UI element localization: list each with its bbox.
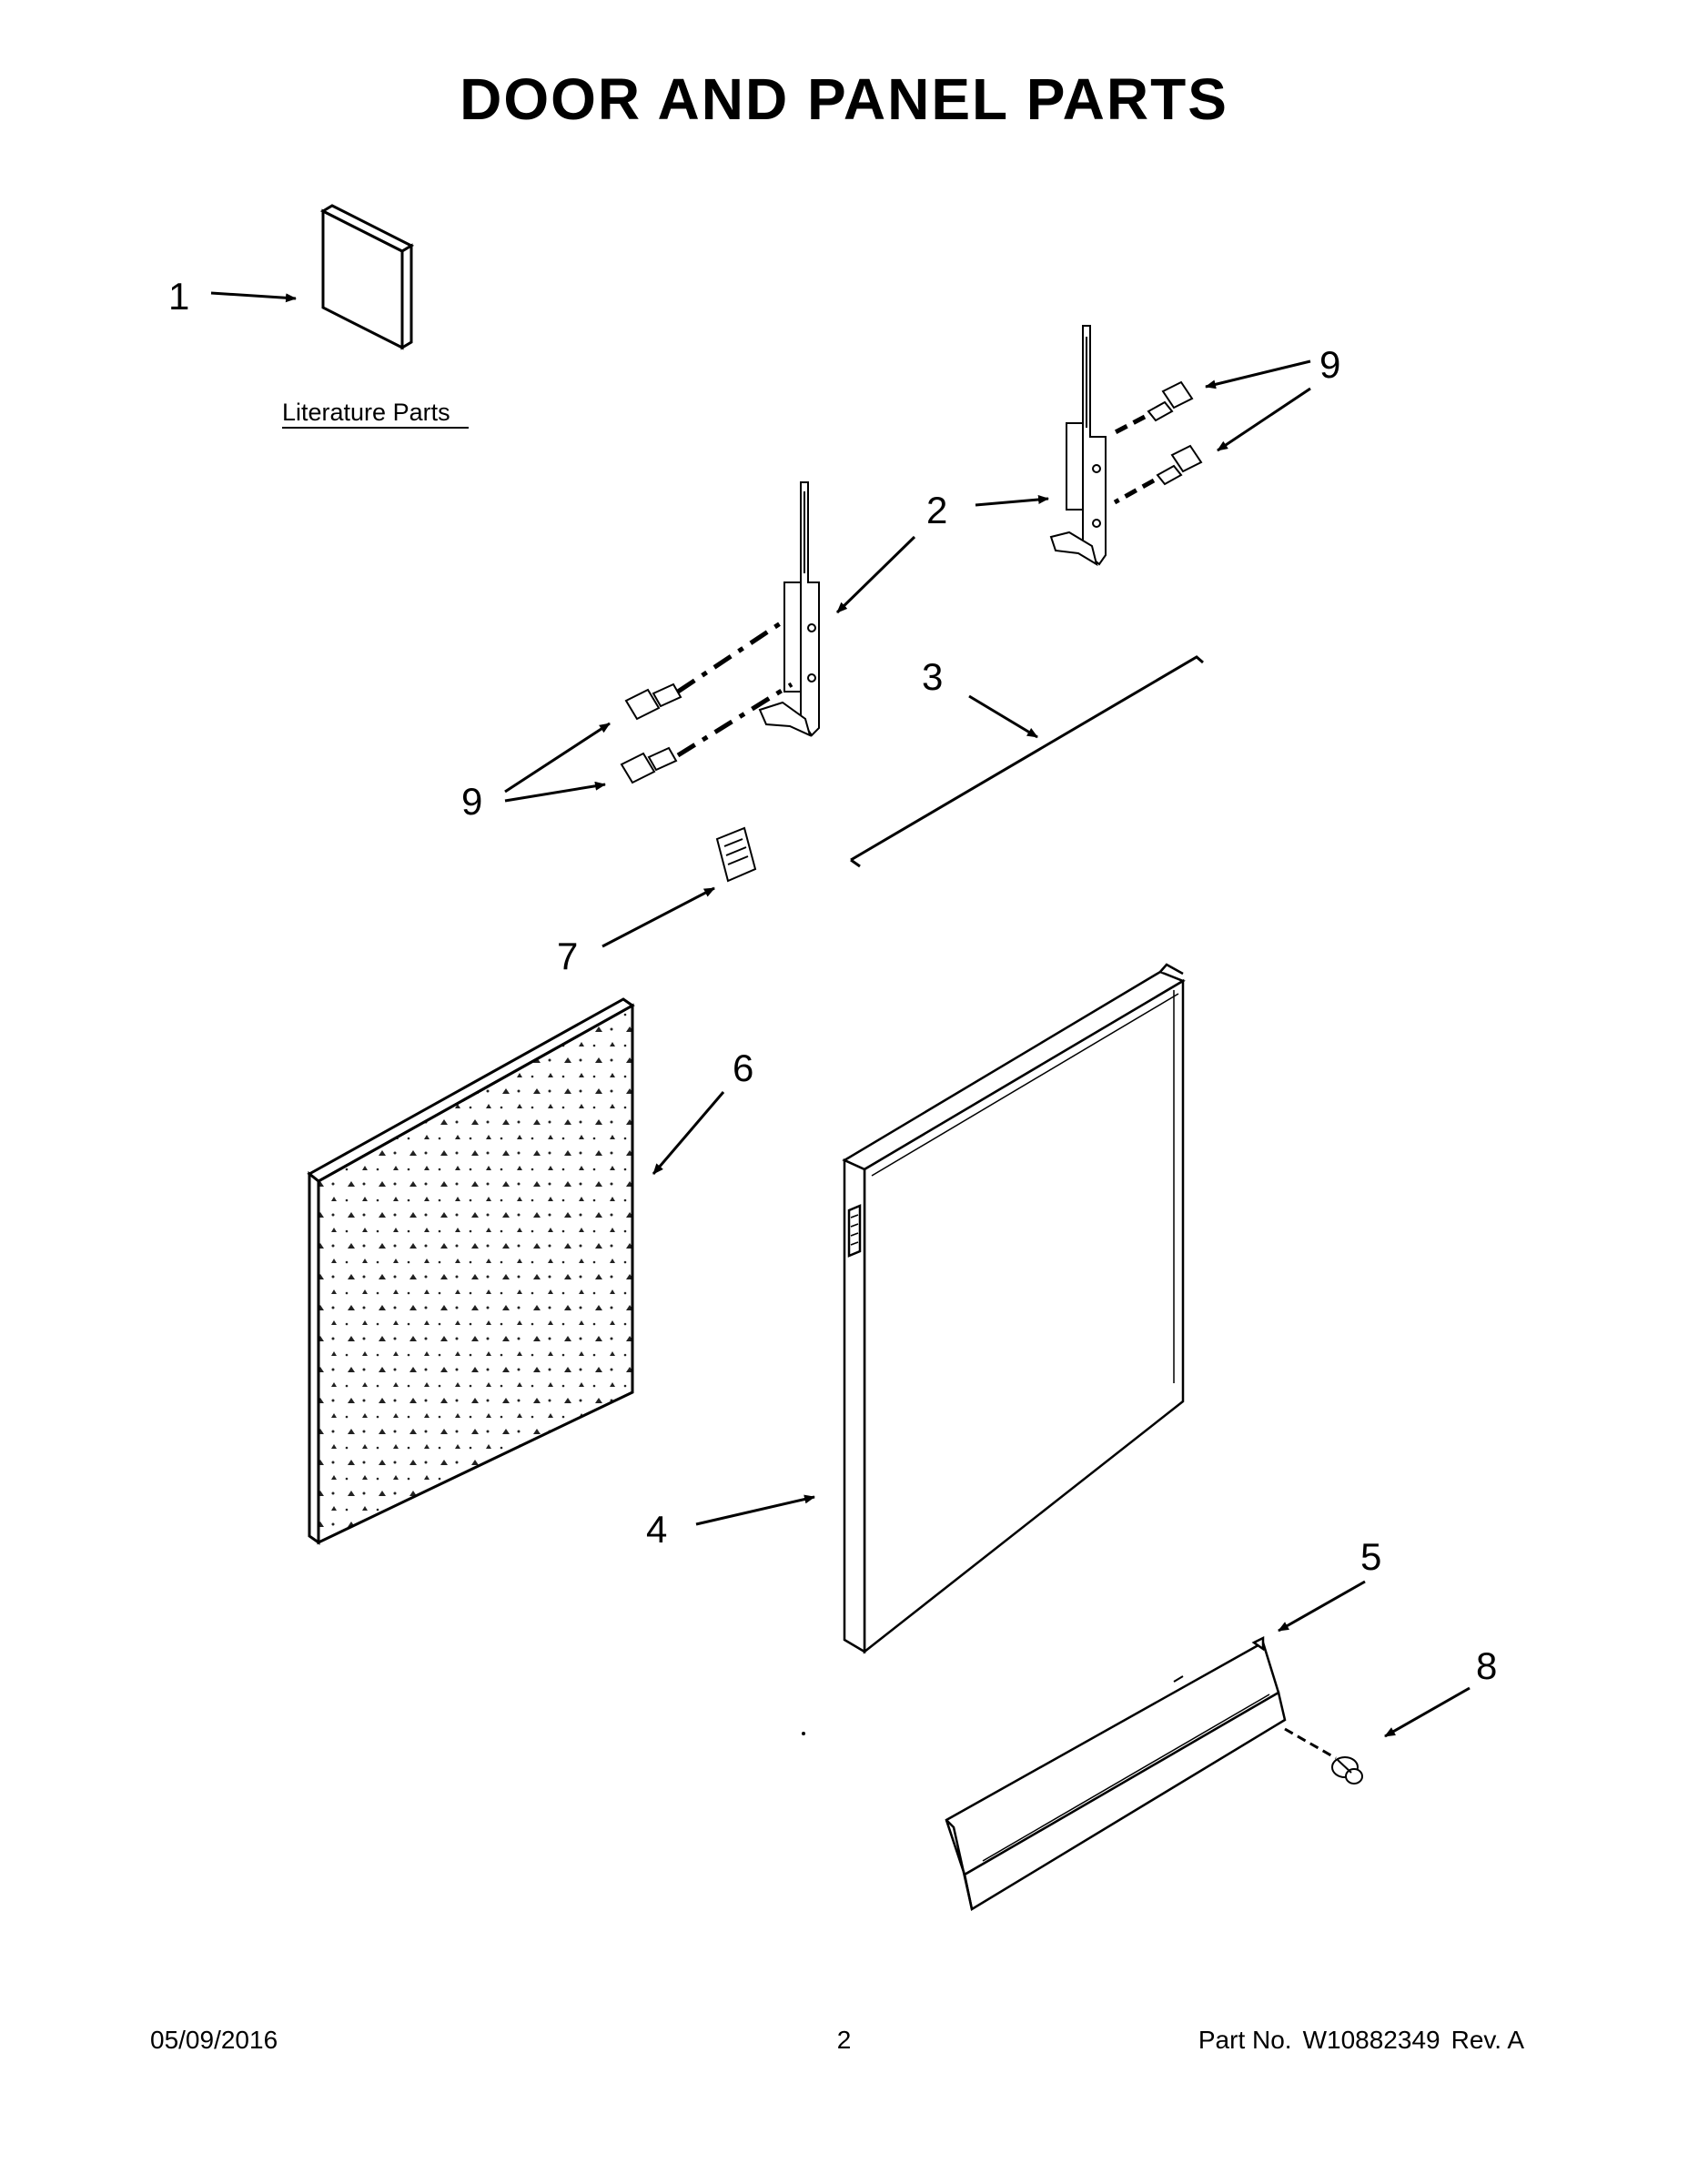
right-hinge xyxy=(1049,325,1107,567)
screw-axis-line-right-2 xyxy=(1113,478,1156,505)
screw-upper-left xyxy=(624,682,682,721)
footer-part-info: Part No. W10882349 Rev. A xyxy=(1198,2026,1524,2055)
callout-5: 5 xyxy=(1360,1535,1381,1578)
footer-part-number: W10882349 xyxy=(1302,2026,1440,2054)
footer-date: 05/09/2016 xyxy=(150,2026,278,2054)
outer-door-panel xyxy=(842,963,1186,1654)
callout-1: 1 xyxy=(168,275,189,318)
footer-revision: Rev. A xyxy=(1450,2026,1524,2054)
screw-upper-right xyxy=(1147,380,1194,422)
callout-6: 6 xyxy=(733,1046,753,1089)
screw-lower-left xyxy=(620,746,678,784)
vent-clip xyxy=(715,826,757,883)
page-title: DOOR AND PANEL PARTS xyxy=(460,66,1228,132)
left-hinge xyxy=(758,481,820,737)
callout-4: 4 xyxy=(646,1508,667,1551)
footer-part-label: Part No. xyxy=(1198,2026,1292,2054)
callout-9-right: 9 xyxy=(1319,343,1340,386)
toe-screw-axis xyxy=(1284,1727,1337,1760)
callout-7: 7 xyxy=(557,935,578,977)
screw-axis-line-right-1 xyxy=(1108,414,1147,438)
insulation-panel xyxy=(307,997,635,1545)
toe-panel-screw xyxy=(1331,1756,1363,1785)
literature-parts-label: Literature Parts xyxy=(282,399,450,426)
callout-2: 2 xyxy=(926,489,947,531)
literature-book xyxy=(319,204,415,350)
callout-8: 8 xyxy=(1476,1644,1497,1687)
stray-dot xyxy=(802,1732,805,1735)
screw-axis-line-left-1 xyxy=(676,618,786,694)
screw-lower-right xyxy=(1156,444,1203,486)
footer-page-number: 2 xyxy=(836,2026,852,2054)
door-rod xyxy=(850,655,1204,868)
callout-9-left: 9 xyxy=(461,780,482,823)
callout-3: 3 xyxy=(922,655,943,698)
toe-panel xyxy=(945,1635,1287,1911)
leader-lines xyxy=(210,291,1471,1738)
